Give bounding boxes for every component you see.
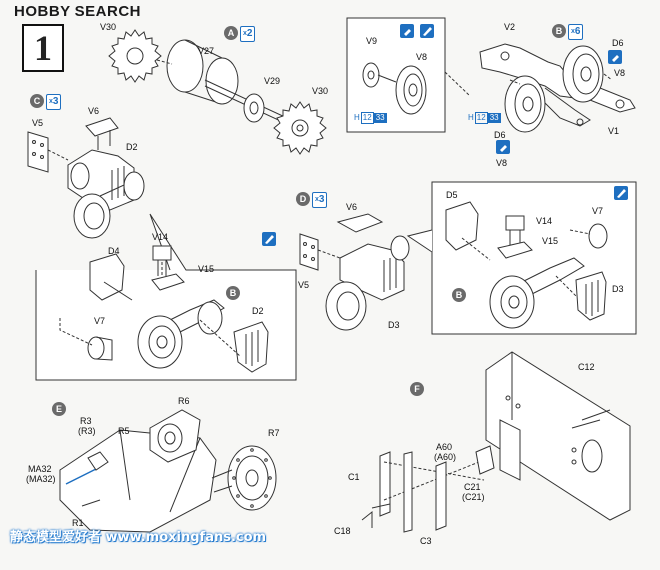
part-label: V15 bbox=[542, 236, 559, 246]
part-label: C21 bbox=[464, 482, 481, 492]
paint-prefix: H bbox=[354, 113, 360, 122]
part-label: V8 bbox=[416, 52, 428, 62]
substep-c-mult-value: 3 bbox=[52, 96, 59, 107]
substep-d-mult-value: 3 bbox=[318, 194, 325, 205]
part-label: MA32 bbox=[28, 464, 52, 474]
part-label: V14 bbox=[152, 232, 169, 242]
part-label: R6 bbox=[178, 396, 190, 406]
subassembly-f-plate bbox=[361, 351, 631, 533]
cement-icon bbox=[400, 24, 414, 38]
part-label: D5 bbox=[446, 190, 458, 200]
part-label: V30 bbox=[312, 86, 329, 96]
part-label: V9 bbox=[366, 36, 378, 46]
part-label: V5 bbox=[298, 280, 310, 290]
part-label: D6 bbox=[612, 38, 624, 48]
part-label: V8 bbox=[496, 158, 508, 168]
cement-icon bbox=[608, 50, 622, 64]
part-label: C18 bbox=[334, 526, 351, 536]
part-label: V1 bbox=[608, 126, 620, 136]
substep-a-multiplier: x2 bbox=[240, 26, 256, 42]
paint-code-2: 33 bbox=[487, 113, 501, 123]
part-label: (R3) bbox=[78, 426, 96, 436]
part-label: V8 bbox=[614, 68, 626, 78]
part-label: V7 bbox=[94, 316, 106, 326]
brand-hobby: HOBBY bbox=[14, 3, 71, 20]
part-label: V7 bbox=[592, 206, 604, 216]
step-number: 1 bbox=[22, 24, 64, 72]
part-label: V27 bbox=[198, 46, 215, 56]
substep-d-badge: D bbox=[296, 192, 310, 206]
substep-b-badge: B bbox=[552, 24, 566, 38]
part-label: R3 bbox=[80, 416, 92, 426]
substep-d-multiplier: x3 bbox=[312, 192, 328, 208]
part-label: R7 bbox=[268, 428, 280, 438]
substep-e-badge: E bbox=[52, 402, 66, 416]
part-label: V14 bbox=[536, 216, 553, 226]
part-label: D2 bbox=[252, 306, 264, 316]
part-label: V29 bbox=[264, 76, 281, 86]
brush-icon bbox=[420, 24, 434, 38]
part-label: (MA32) bbox=[26, 474, 56, 484]
part-label: V30 bbox=[100, 22, 117, 32]
ref-b-badge-c: B bbox=[226, 286, 240, 300]
subassembly-a-sprocket bbox=[108, 29, 327, 155]
subassembly-c-suspension bbox=[27, 117, 297, 381]
part-label: (A60) bbox=[434, 452, 457, 462]
part-label: A60 bbox=[436, 442, 453, 452]
paint-code-1: 12 bbox=[360, 112, 374, 124]
part-label: (C21) bbox=[462, 492, 485, 502]
part-label: C12 bbox=[578, 362, 595, 372]
watermark: 静态模型爱好者 www.moxingfans.com bbox=[10, 526, 266, 545]
part-label: R5 bbox=[118, 426, 130, 436]
subassembly-d-suspension bbox=[299, 181, 637, 335]
part-label: D3 bbox=[388, 320, 400, 330]
part-label: V2 bbox=[504, 22, 516, 32]
substep-f-badge: F bbox=[410, 382, 424, 396]
part-label: C1 bbox=[348, 472, 360, 482]
part-label: V6 bbox=[88, 106, 100, 116]
paint-code-1: 12 bbox=[474, 112, 488, 124]
part-label: V15 bbox=[198, 264, 215, 274]
substep-b-mult-value: 6 bbox=[574, 26, 581, 37]
subassembly-e-hull bbox=[59, 409, 277, 533]
substep-c-badge: C bbox=[30, 94, 44, 108]
cement-icon bbox=[496, 140, 510, 154]
paint-prefix: H bbox=[468, 113, 474, 122]
part-label: V5 bbox=[32, 118, 44, 128]
part-label: D6 bbox=[494, 130, 506, 140]
substep-a-mult-value: 2 bbox=[246, 28, 253, 39]
part-label: D3 bbox=[612, 284, 624, 294]
part-label: D2 bbox=[126, 142, 138, 152]
part-label: V6 bbox=[346, 202, 358, 212]
substep-b-multiplier: x6 bbox=[568, 24, 584, 40]
brush-icon bbox=[614, 186, 628, 200]
substep-c-multiplier: x3 bbox=[46, 94, 62, 110]
part-label: D4 bbox=[108, 246, 120, 256]
part-label: R1 bbox=[72, 518, 84, 528]
watermark-site: www.moxingfans.com bbox=[105, 530, 267, 545]
brand-search: SEARCH bbox=[74, 3, 142, 20]
watermark-cn: 静态模型爱好者 bbox=[10, 530, 102, 545]
part-label: C3 bbox=[420, 536, 432, 546]
ref-b-badge-d: B bbox=[452, 288, 466, 302]
brush-icon bbox=[262, 232, 276, 246]
paint-code-2: 33 bbox=[373, 113, 387, 123]
substep-a-badge: A bbox=[224, 26, 238, 40]
